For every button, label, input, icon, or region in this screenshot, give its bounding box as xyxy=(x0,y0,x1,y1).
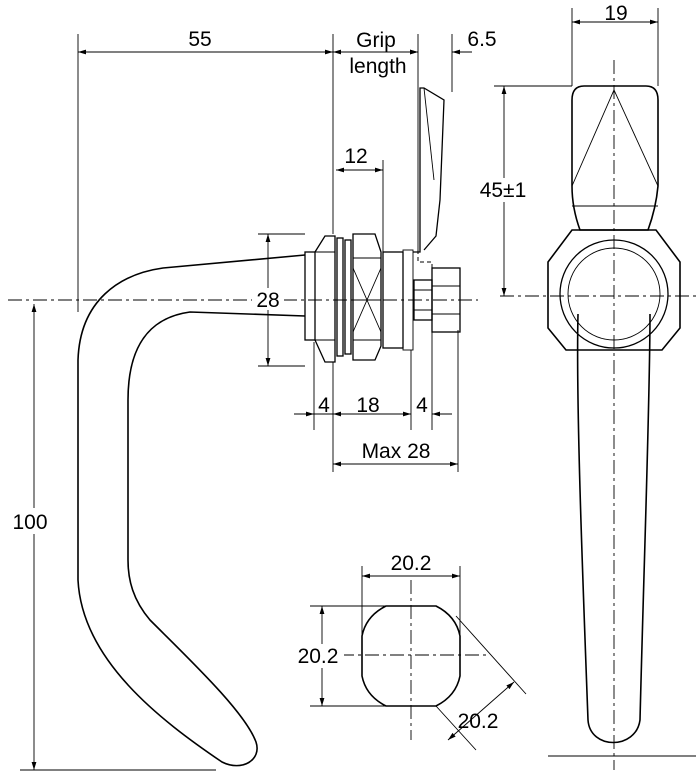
dim-4-left-label: 4 xyxy=(318,394,330,417)
dim-max28-label: Max 28 xyxy=(362,440,431,463)
dim-18-label: 18 xyxy=(356,394,379,417)
dim-4-right-label: 4 xyxy=(416,394,428,417)
handle-outline xyxy=(77,254,306,767)
dim-6-5-label: 6.5 xyxy=(467,28,496,51)
front-hex-nut xyxy=(547,229,681,351)
cam-plate xyxy=(413,87,445,253)
front-body-ring xyxy=(559,239,669,349)
dim-45-label: 45±1 xyxy=(480,179,527,202)
dim-100-label: 100 xyxy=(12,511,47,534)
front-handle xyxy=(576,313,651,744)
dim-19-label: 19 xyxy=(604,2,627,25)
side-view: 55 Grip length 6.5 12 28 4 18 4 Max 28 xyxy=(4,28,497,771)
dim-28-label: 28 xyxy=(256,289,279,312)
main-nut xyxy=(352,233,382,361)
dim-12-label: 12 xyxy=(344,145,367,168)
cutout-height-label: 20.2 xyxy=(298,645,339,668)
handle-boss xyxy=(304,251,316,341)
dim-grip-label-1: Grip xyxy=(356,29,396,52)
dim-grip-label-2: length xyxy=(349,55,406,78)
front-view: 19 45±1 xyxy=(470,2,696,770)
dim-55-label: 55 xyxy=(188,28,211,51)
washer-1 xyxy=(336,237,344,357)
cutout-width-label: 20.2 xyxy=(391,552,432,575)
cutout-diag-label: 20.2 xyxy=(458,710,499,733)
flange xyxy=(314,235,336,363)
washer-2 xyxy=(344,239,352,355)
panel-cutout: 20.2 20.2 20.2 xyxy=(292,552,527,751)
